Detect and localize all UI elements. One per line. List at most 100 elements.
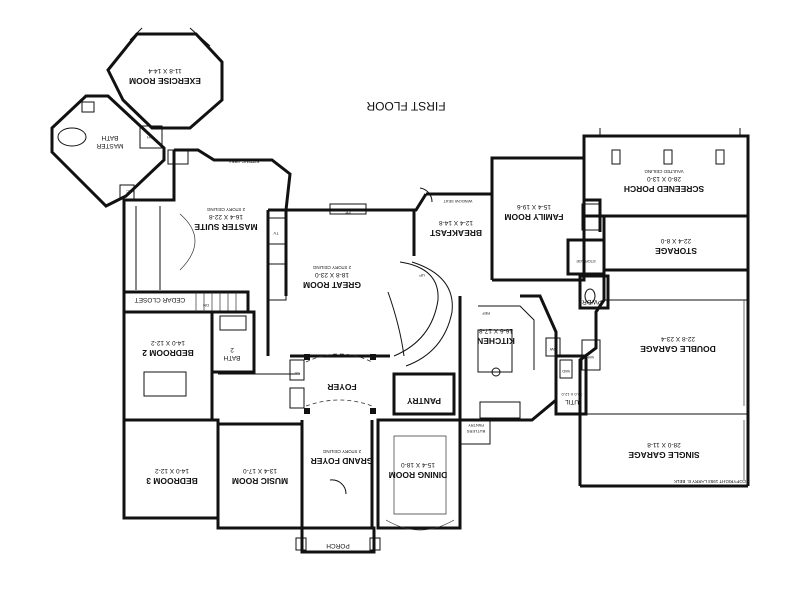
window-seat-name: WINDOW SEAT — [443, 199, 472, 204]
family-room-label: FAMILY ROOM 15-4 X 19-6 — [504, 203, 563, 222]
bathtub — [57, 127, 87, 147]
bedroom2-area — [122, 310, 256, 422]
grand-foyer-label: GRAND FOYER 2 STORY CEILING — [311, 449, 374, 466]
master-bath-outline — [50, 94, 166, 208]
butlers-name: BUTLERS — [466, 429, 485, 434]
stair-lower — [195, 292, 237, 312]
bedroom3-dim: 14-0 X 12-2 — [155, 467, 189, 474]
bedroom3-area — [122, 373, 304, 530]
bedroom3-name: BEDROOM 3 — [146, 476, 198, 486]
master-suite-note: 2 STORY CEILING — [206, 207, 245, 212]
stair-down-text: DN — [203, 303, 209, 308]
wd-text: W/D — [562, 369, 570, 374]
butlers-name2: PANTRY — [468, 423, 484, 428]
grand-foyer-name: GRAND FOYER — [311, 456, 374, 466]
foyer-name: FOYER — [327, 382, 356, 392]
kitchen-label: KITCHEN 16-6 X 17-8 — [477, 327, 515, 346]
cedar-closet-name: CEDAR CLOSET — [135, 296, 186, 303]
bath2-name: BATH — [223, 354, 240, 361]
foyer-area — [289, 353, 390, 414]
master-bath-name2: BATH — [101, 134, 118, 141]
double-garage-label: DOUBLE GARAGE 22-8 X 23-4 — [640, 335, 716, 354]
grand-foyer-note: 2 STORY CEILING — [322, 449, 361, 454]
breakfast-label: BREAKFAST 12-4 X 14-8 — [429, 219, 482, 238]
pantry-name: PANTRY — [407, 396, 441, 406]
pwdr-label: PWDR — [582, 298, 602, 305]
master-suite-label: MASTER SUITE 16-4 X 22-8 2 STORY CEILING — [194, 207, 258, 232]
curved-stair — [393, 261, 439, 357]
kitchen-island — [477, 329, 513, 373]
bedroom3-label: BEDROOM 3 14-0 X 12-2 — [146, 467, 198, 486]
screened-porch-dim: 28-0 X 13-0 — [647, 175, 681, 182]
exercise-room-dim: 11-8 X 14-4 — [148, 67, 182, 74]
great-room-label: GREAT ROOM 18-8 X 23-0 2 STORY CEILING — [303, 265, 361, 290]
storage-name: STORAGE — [655, 246, 697, 256]
dining-room-name: DINING ROOM — [389, 470, 448, 480]
closet-text: CL — [294, 371, 300, 376]
stair-down-label: DN — [203, 303, 209, 308]
pantry-label: PANTRY — [407, 396, 441, 406]
family-room-name: FAMILY ROOM — [504, 212, 563, 222]
ref-text: REF — [481, 311, 490, 316]
porch-label: PORCH — [326, 542, 350, 549]
single-garage-dim: 28-0 X 11-8 — [647, 441, 681, 448]
exercise-room-outline — [106, 32, 224, 130]
utility-area — [554, 339, 601, 416]
music-room-label: MUSIC ROOM 13-4 X 17-0 — [232, 467, 288, 486]
double-garage-dim: 22-8 X 23-4 — [661, 335, 695, 342]
music-room-name: MUSIC ROOM — [232, 476, 288, 486]
master-bath-name: MASTER — [96, 142, 123, 149]
breakfast-name: BREAKFAST — [429, 228, 482, 238]
fireplace — [329, 203, 367, 215]
screened-porch-note: VAULTED CEILING — [644, 169, 684, 174]
great-room-name: GREAT ROOM — [303, 280, 361, 290]
master-bath-label: MASTER BATH — [96, 134, 123, 149]
kitchen-dim: 16-6 X 17-8 — [479, 327, 513, 334]
wic-text: WIC — [126, 189, 134, 194]
screened-porch-name: SCREENED PORCH — [624, 184, 704, 194]
plan-title: FIRST FLOOR — [366, 99, 445, 113]
sitting-area-label: SITTING AREA — [228, 159, 259, 164]
screened-porch-label: SCREENED PORCH 28-0 X 13-0 VAULTED CEILI… — [624, 169, 704, 194]
util-name: UTIL — [565, 398, 579, 405]
wh-text: W/H — [586, 355, 594, 360]
storage-small-name: STORAGE — [576, 259, 596, 264]
dw-text: DW — [549, 347, 556, 352]
closet-label: CL — [294, 371, 300, 376]
butlers-pantry-label: BUTLERS PANTRY — [466, 423, 485, 434]
stair-up-label: UP — [419, 273, 425, 278]
garage-area — [578, 270, 750, 488]
porch-outline — [300, 526, 376, 554]
dining-room-area — [376, 418, 462, 531]
wic-label: WIC — [126, 189, 134, 194]
dining-room-dim: 15-4 X 18-0 — [401, 461, 435, 468]
wd-label: W/D — [562, 369, 570, 374]
dining-room-label: DINING ROOM 15-4 X 18-0 — [389, 461, 448, 480]
great-room-dim: 18-8 X 23-0 — [315, 271, 349, 278]
music-room-dim: 13-4 X 17-0 — [243, 467, 277, 474]
ref-label: REF — [481, 311, 490, 316]
bedroom2-name: BEDROOM 2 — [142, 348, 194, 358]
bath2-label: BATH 2 — [223, 346, 240, 361]
great-room-area — [266, 193, 453, 367]
util-label: UTIL 10-0 X 12-0 — [561, 392, 583, 405]
dining-tray-ceiling — [393, 435, 447, 515]
fireplace-text: FP — [345, 210, 350, 215]
foyer-label: FOYER — [327, 382, 356, 392]
copyright-label: COPYRIGHT 1993 LARRY E. BELK — [674, 479, 746, 484]
master-suite-name: MASTER SUITE — [194, 222, 258, 232]
single-garage-name: SINGLE GARAGE — [628, 450, 700, 460]
family-room-dim: 15-4 X 19-6 — [517, 203, 551, 210]
grand-foyer-area — [295, 420, 381, 554]
cedar-closet-label: CEDAR CLOSET — [135, 296, 186, 303]
double-garage-name: DOUBLE GARAGE — [640, 344, 716, 354]
cedar-closet-area — [122, 290, 250, 314]
single-garage-label: SINGLE GARAGE 28-0 X 11-8 — [628, 441, 700, 460]
kitchen-name: KITCHEN — [477, 336, 515, 346]
master-suite-dim: 16-4 X 22-8 — [209, 213, 243, 220]
bedroom2-label: BEDROOM 2 14-0 X 12-2 — [142, 339, 194, 358]
pwdr-name: PWDR — [582, 298, 602, 305]
util-dim: 10-0 X 12-0 — [561, 392, 583, 397]
exercise-room-name: EXERCISE ROOM — [129, 76, 201, 86]
